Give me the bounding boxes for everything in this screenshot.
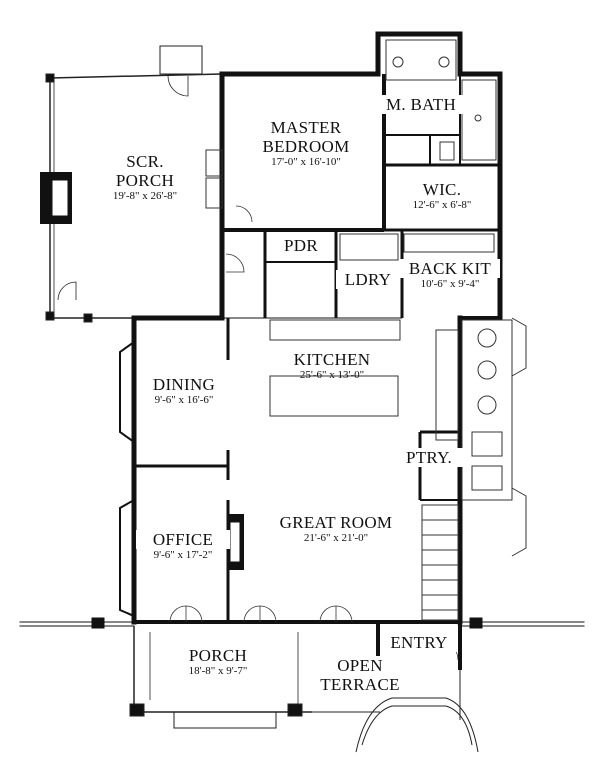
back-kit-label: BACK KIT 10'-6" x 9'-4" bbox=[400, 259, 500, 291]
room-name: WIC. bbox=[422, 180, 462, 199]
room-name: BACK KIT bbox=[400, 259, 500, 278]
bath-fixtures bbox=[385, 39, 497, 161]
master-bedroom-label: MASTER BEDROOM 17'-0" x 16'-10" bbox=[236, 118, 376, 169]
front-porch bbox=[129, 626, 479, 753]
side-appliances bbox=[461, 317, 527, 557]
exterior-walls bbox=[19, 31, 585, 629]
room-name: GREAT ROOM bbox=[279, 513, 393, 532]
room-name: PDR bbox=[276, 236, 326, 255]
room-name: M. BATH bbox=[376, 95, 466, 114]
open-terrace-label: OPEN TERRACE bbox=[312, 656, 408, 694]
porch-fireplace bbox=[40, 172, 72, 224]
room-name: DINING bbox=[152, 375, 216, 394]
room-name: OFFICE bbox=[136, 530, 230, 549]
room-name: ENTRY bbox=[380, 633, 458, 652]
room-dimensions: 10'-6" x 9'-4" bbox=[420, 278, 480, 290]
scr-porch-label: SCR. PORCH 19'-8" x 26'-8" bbox=[80, 152, 210, 203]
room-name: PORCH bbox=[188, 646, 248, 665]
room-name: BEDROOM bbox=[262, 137, 350, 156]
room-dimensions: 17'-0" x 16'-10" bbox=[271, 156, 341, 168]
room-dimensions: 12'-6" x 6'-8" bbox=[412, 199, 472, 211]
room-name: LDRY bbox=[336, 270, 400, 289]
room-dimensions: 9'-6" x 16'-6" bbox=[154, 394, 214, 406]
wic-label: WIC. 12'-6" x 6'-8" bbox=[388, 180, 496, 212]
french-doors bbox=[169, 205, 459, 661]
room-name: PORCH bbox=[115, 171, 175, 190]
room-dimensions: 18'-8" x 9'-7" bbox=[188, 665, 248, 677]
room-name: TERRACE bbox=[312, 675, 408, 694]
screened-porch-area bbox=[45, 45, 223, 323]
office-label: OFFICE 9'-6" x 17'-2" bbox=[136, 530, 230, 562]
room-name: MASTER bbox=[270, 118, 342, 137]
porch-label: PORCH 18'-8" x 9'-7" bbox=[164, 646, 272, 678]
dining-label: DINING 9'-6" x 16'-6" bbox=[138, 375, 230, 407]
kitchen-fixtures bbox=[205, 149, 495, 441]
room-dimensions: 21'-6" x 21'-0" bbox=[303, 532, 369, 544]
ldry-label: LDRY bbox=[336, 270, 400, 289]
pdr-label: PDR bbox=[276, 236, 326, 255]
great-room-label: GREAT ROOM 21'-6" x 21'-0" bbox=[256, 513, 416, 545]
room-dimensions: 19'-8" x 26'-8" bbox=[112, 190, 178, 202]
m-bath-label: M. BATH bbox=[376, 95, 466, 114]
office-fireplace bbox=[228, 514, 244, 570]
ptry-label: PTRY. bbox=[394, 448, 464, 467]
room-dimensions: 25'-6" x 13'-0" bbox=[299, 369, 365, 381]
kitchen-label: KITCHEN 25'-6" x 13'-0" bbox=[262, 350, 402, 382]
room-dimensions: 9'-6" x 17'-2" bbox=[153, 549, 213, 561]
room-name: SCR. bbox=[126, 152, 164, 171]
room-name: KITCHEN bbox=[293, 350, 371, 369]
stairs bbox=[421, 504, 459, 621]
room-name: OPEN bbox=[312, 656, 408, 675]
room-name: PTRY. bbox=[394, 448, 464, 467]
entry-label: ENTRY bbox=[380, 633, 458, 652]
